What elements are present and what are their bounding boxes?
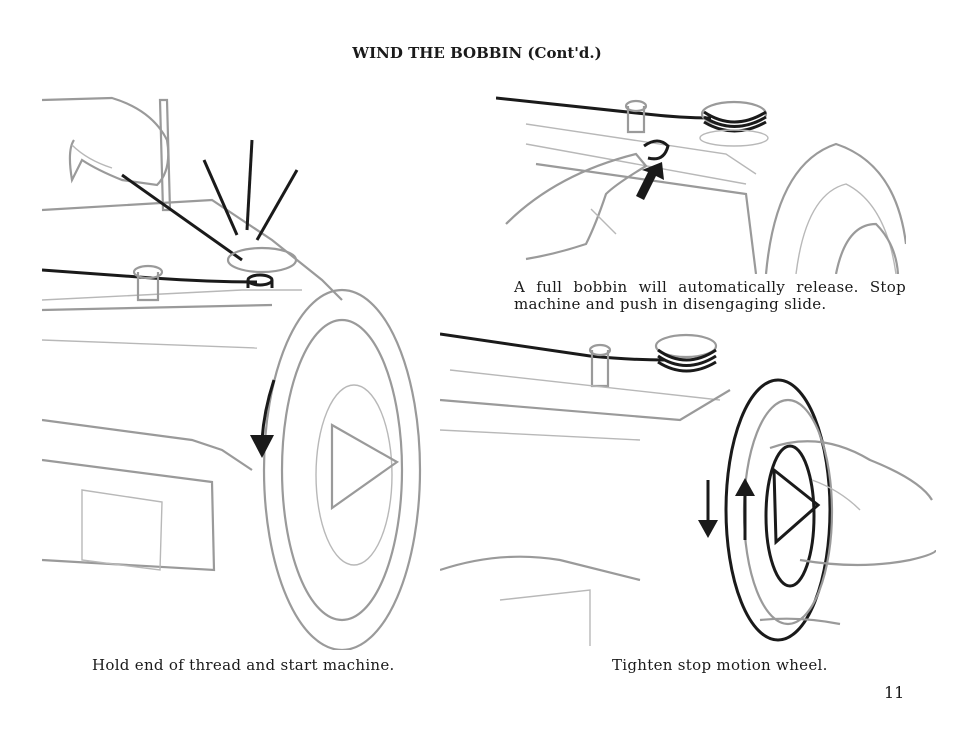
illustration-bobbin-release (496, 96, 906, 274)
caption-tighten-wheel: Tighten stop motion wheel. (612, 656, 828, 674)
illustration-start-machine (42, 96, 422, 650)
caption-start-machine: Hold end of thread and start machine. (92, 656, 395, 674)
page-number: 11 (884, 683, 905, 702)
illustration-tighten-wheel (440, 332, 936, 646)
caption-bobbin-release: A full bobbin will automatically release… (514, 278, 906, 313)
page-title: WIND THE BOBBIN (Cont'd.) (352, 44, 602, 62)
